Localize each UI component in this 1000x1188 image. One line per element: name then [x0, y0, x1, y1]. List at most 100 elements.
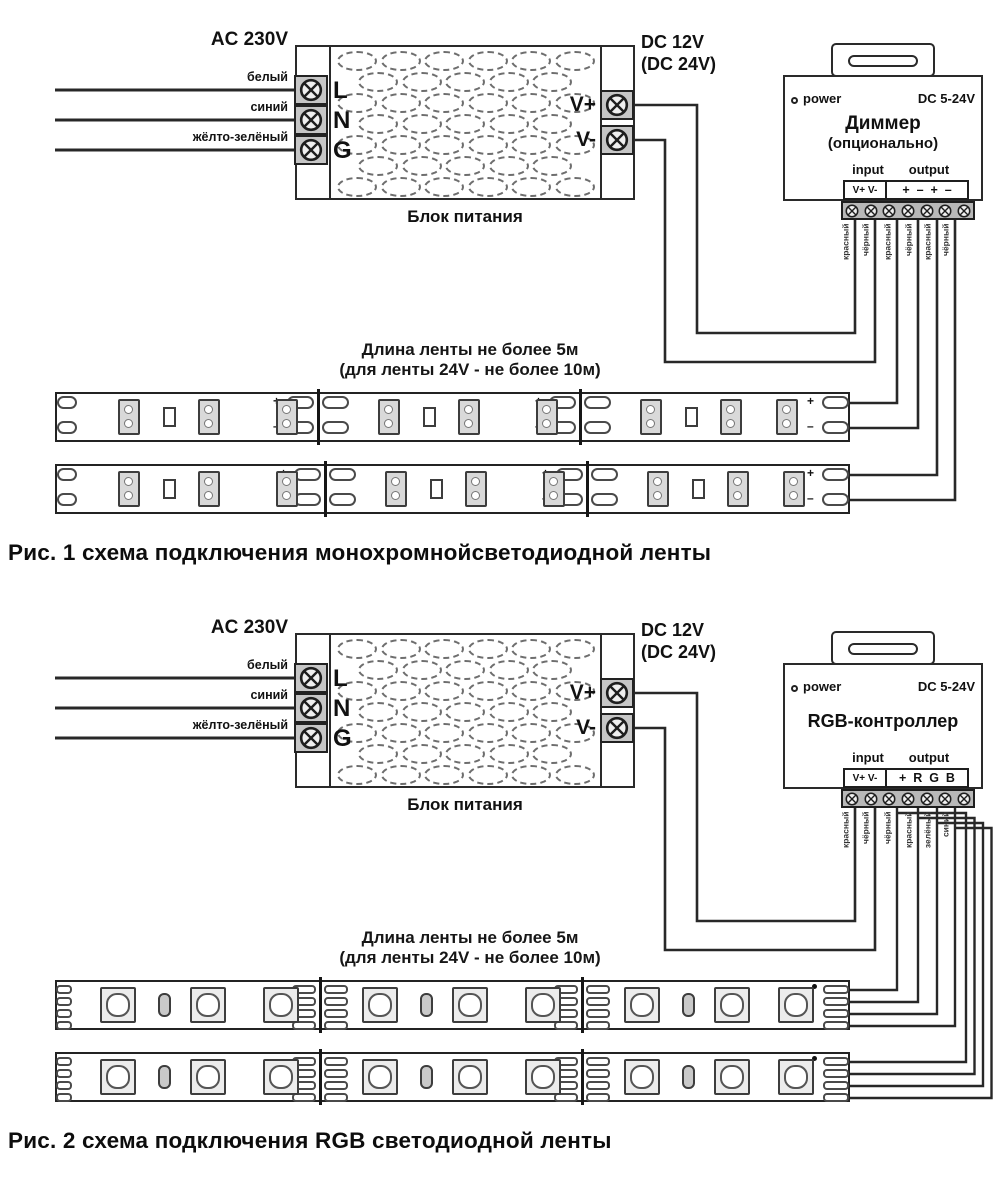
vent-hole	[424, 135, 464, 155]
figure-2-rgb-diagram: AC 230V белый синий жёлто-зелёный L N G …	[0, 588, 1000, 1176]
led-chip	[118, 471, 140, 507]
dc-voltage-label: DC 12V	[641, 32, 705, 52]
input-label: input	[852, 750, 884, 765]
led-dot	[124, 477, 133, 486]
vent-hole	[532, 156, 572, 176]
led-chip	[190, 1059, 226, 1095]
power-led-icon	[791, 685, 798, 692]
led-chip	[624, 987, 660, 1023]
vminus-label: V-	[576, 716, 596, 739]
solder-pad	[823, 1057, 849, 1066]
vent-hole	[554, 765, 595, 785]
resistor	[420, 1065, 433, 1089]
solder-pad	[56, 1057, 72, 1066]
vent-hole	[532, 72, 572, 92]
power-led-icon	[791, 97, 798, 104]
polarity-mark: –	[807, 419, 814, 433]
resistor	[692, 479, 705, 499]
strip-joint-line	[580, 977, 584, 1033]
led-chip	[100, 987, 136, 1023]
ac-wire-label-yellow-green: жёлто-зелёный	[192, 718, 288, 732]
led-dot	[204, 405, 213, 414]
wire-color-label: чёрный	[903, 223, 914, 256]
led-chip	[525, 1059, 561, 1095]
vent-hole	[467, 93, 508, 113]
wire-path	[850, 826, 993, 1100]
vent-hole	[511, 177, 551, 197]
output-label: output	[908, 162, 950, 177]
led-chip	[100, 1059, 136, 1095]
vent-hole	[337, 639, 377, 659]
psu-divider	[329, 47, 331, 198]
vent-hole	[445, 702, 485, 722]
led-chip	[385, 471, 407, 507]
resistor	[682, 993, 695, 1017]
solder-pad	[324, 997, 348, 1006]
vent-hole	[337, 135, 377, 155]
resistor	[158, 993, 171, 1017]
led-strip	[55, 464, 850, 514]
output-label: output	[908, 750, 950, 765]
vent-hole	[445, 114, 485, 134]
led-dot	[549, 477, 558, 486]
joint-dot	[812, 1056, 817, 1061]
terminal-L	[294, 75, 328, 105]
ac-wire-label-yellow-green: жёлто-зелёный	[192, 130, 288, 144]
led-chip	[624, 1059, 660, 1095]
led-lens	[367, 992, 392, 1017]
figure-caption: Рис. 2 схема подключения RGB светодиодно…	[8, 1128, 612, 1153]
vent-hole	[380, 639, 421, 659]
strip-joint-line	[316, 389, 320, 445]
terminal-labels-strip: V+ V- + R G B	[843, 768, 969, 788]
vent-hole	[358, 156, 398, 176]
vent-hole	[554, 723, 595, 743]
vent-hole	[445, 156, 485, 176]
led-dot	[782, 405, 791, 414]
vent-hole	[424, 723, 464, 743]
screw-icon	[864, 204, 878, 217]
vent-hole	[424, 177, 464, 197]
led-chip	[452, 1059, 488, 1095]
screw-icon	[299, 666, 323, 690]
led-lens	[195, 1064, 220, 1089]
led-lens	[105, 1064, 130, 1089]
vent-hole	[401, 744, 442, 764]
vent-hole	[554, 93, 595, 113]
terminal-G	[294, 723, 328, 753]
wire-color-label: красный	[882, 223, 893, 261]
vent-hole	[380, 51, 421, 71]
solder-pad	[822, 396, 849, 409]
vent-hole	[424, 639, 464, 659]
vent-hole	[488, 72, 529, 92]
solder-pad	[586, 1009, 610, 1018]
screw-icon	[901, 792, 915, 805]
mounting-tab	[831, 631, 935, 665]
strip-joint-line	[323, 461, 327, 517]
led-dot	[124, 419, 133, 428]
terminal-label-G: G	[333, 725, 352, 752]
vent-hole	[511, 639, 551, 659]
solder-pad	[294, 493, 321, 506]
led-dot	[646, 405, 655, 414]
solder-pad	[322, 421, 349, 434]
solder-pad	[554, 1021, 578, 1030]
led-dot	[646, 419, 655, 428]
led-chip	[465, 471, 487, 507]
wire-path	[850, 808, 939, 1016]
screw-icon	[845, 792, 859, 805]
led-dot	[653, 491, 662, 500]
solder-pad	[584, 421, 611, 434]
power-label: power	[803, 679, 842, 694]
wire-path	[850, 220, 899, 405]
led-lens	[268, 1064, 293, 1089]
vent-hole	[488, 156, 529, 176]
led-lens	[629, 1064, 654, 1089]
led-lens	[530, 992, 555, 1017]
ac-voltage-label: AC 230V	[210, 29, 288, 50]
led-dot	[733, 491, 742, 500]
ac-wire-label-white: белый	[247, 70, 288, 84]
vplus-label: V+	[569, 681, 596, 704]
solder-pad	[822, 468, 849, 481]
resistor	[430, 479, 443, 499]
vent-hole	[358, 702, 398, 722]
